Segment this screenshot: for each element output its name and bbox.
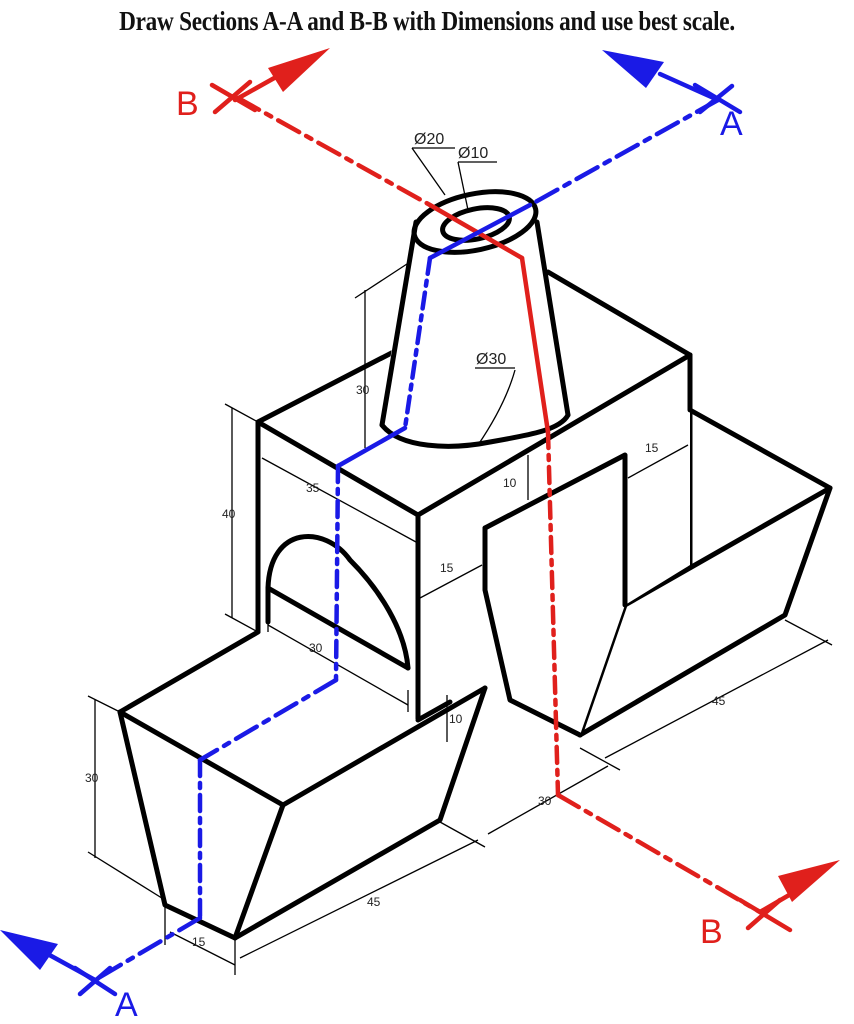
label-a-bottom: A (115, 986, 138, 1024)
cone-boss (351, 189, 571, 483)
dim-dia30: Ø30 (476, 351, 506, 368)
label-a-top: A (720, 105, 743, 143)
front-left-block (117, 629, 488, 941)
section-line-b: B B (176, 48, 840, 951)
dim-dia10: Ø10 (458, 145, 488, 162)
dim-front-length: 45 (367, 895, 381, 909)
page-title: Draw Sections A-A and B-B with Dimension… (119, 6, 735, 36)
label-b-bottom: B (700, 913, 723, 951)
label-b-top: B (176, 85, 199, 123)
dim-front-height: 30 (85, 771, 99, 785)
dim-dia20: Ø20 (414, 131, 444, 148)
front-right-wedge (482, 452, 628, 738)
arrow-b-bottom (778, 860, 840, 902)
arrow-b-top (268, 48, 330, 92)
dim-front-depth: 15 (192, 935, 206, 949)
section-line-a: A A (0, 50, 743, 1024)
dimension-lines (87, 147, 833, 975)
dim-block-height: 40 (222, 507, 236, 521)
dim-block-depth: 35 (306, 481, 320, 495)
dim-wall-15-right: 15 (645, 441, 659, 455)
dim-back-gap: 30 (538, 794, 552, 808)
dim-base-step: 10 (449, 712, 463, 726)
dim-arch-width: 30 (309, 641, 323, 655)
dimension-texts: Ø20 Ø10 Ø30 30 40 35 10 15 15 30 10 30 4… (85, 131, 726, 949)
dim-wall-15-mid: 15 (440, 561, 454, 575)
arrow-a-top (602, 50, 664, 88)
dim-cone-height: 30 (356, 383, 370, 397)
dim-top-step: 10 (503, 476, 517, 490)
arrow-a-bottom (0, 930, 58, 970)
dim-back-length: 45 (712, 694, 726, 708)
